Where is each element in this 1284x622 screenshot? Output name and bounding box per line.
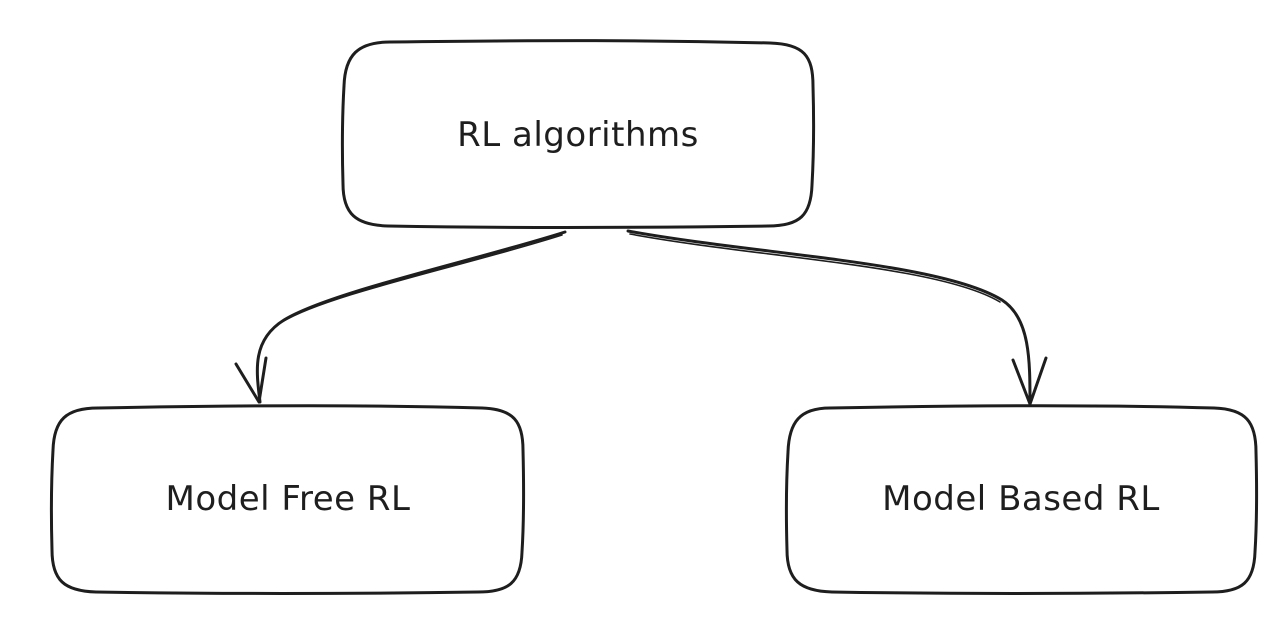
- edge-root-to-model-free-line-double: [281, 234, 563, 323]
- node-model-free-rl-box: [49, 404, 526, 595]
- node-model-free-rl-label: Model Free RL: [166, 479, 411, 519]
- node-model-based-rl[interactable]: Model Based RL: [784, 404, 1259, 595]
- edge-root-to-model-free: [234, 230, 567, 404]
- node-model-based-rl-box: [784, 404, 1259, 595]
- edge-root-to-model-free-line: [255, 230, 567, 404]
- edge-root-to-model-based-line: [626, 229, 1032, 406]
- node-rl-algorithms-label: RL algorithms: [457, 115, 699, 155]
- node-model-based-rl-label: Model Based RL: [882, 479, 1160, 519]
- edge-root-to-model-based-line-double: [629, 233, 1001, 303]
- edge-root-to-model-free-arrowhead: [234, 356, 268, 404]
- edge-root-to-model-based: [626, 229, 1048, 406]
- node-rl-algorithms-box: [340, 39, 816, 229]
- node-rl-algorithms[interactable]: RL algorithms: [340, 39, 816, 229]
- edge-root-to-model-based-arrowhead: [1011, 356, 1048, 406]
- node-model-free-rl[interactable]: Model Free RL: [49, 404, 526, 595]
